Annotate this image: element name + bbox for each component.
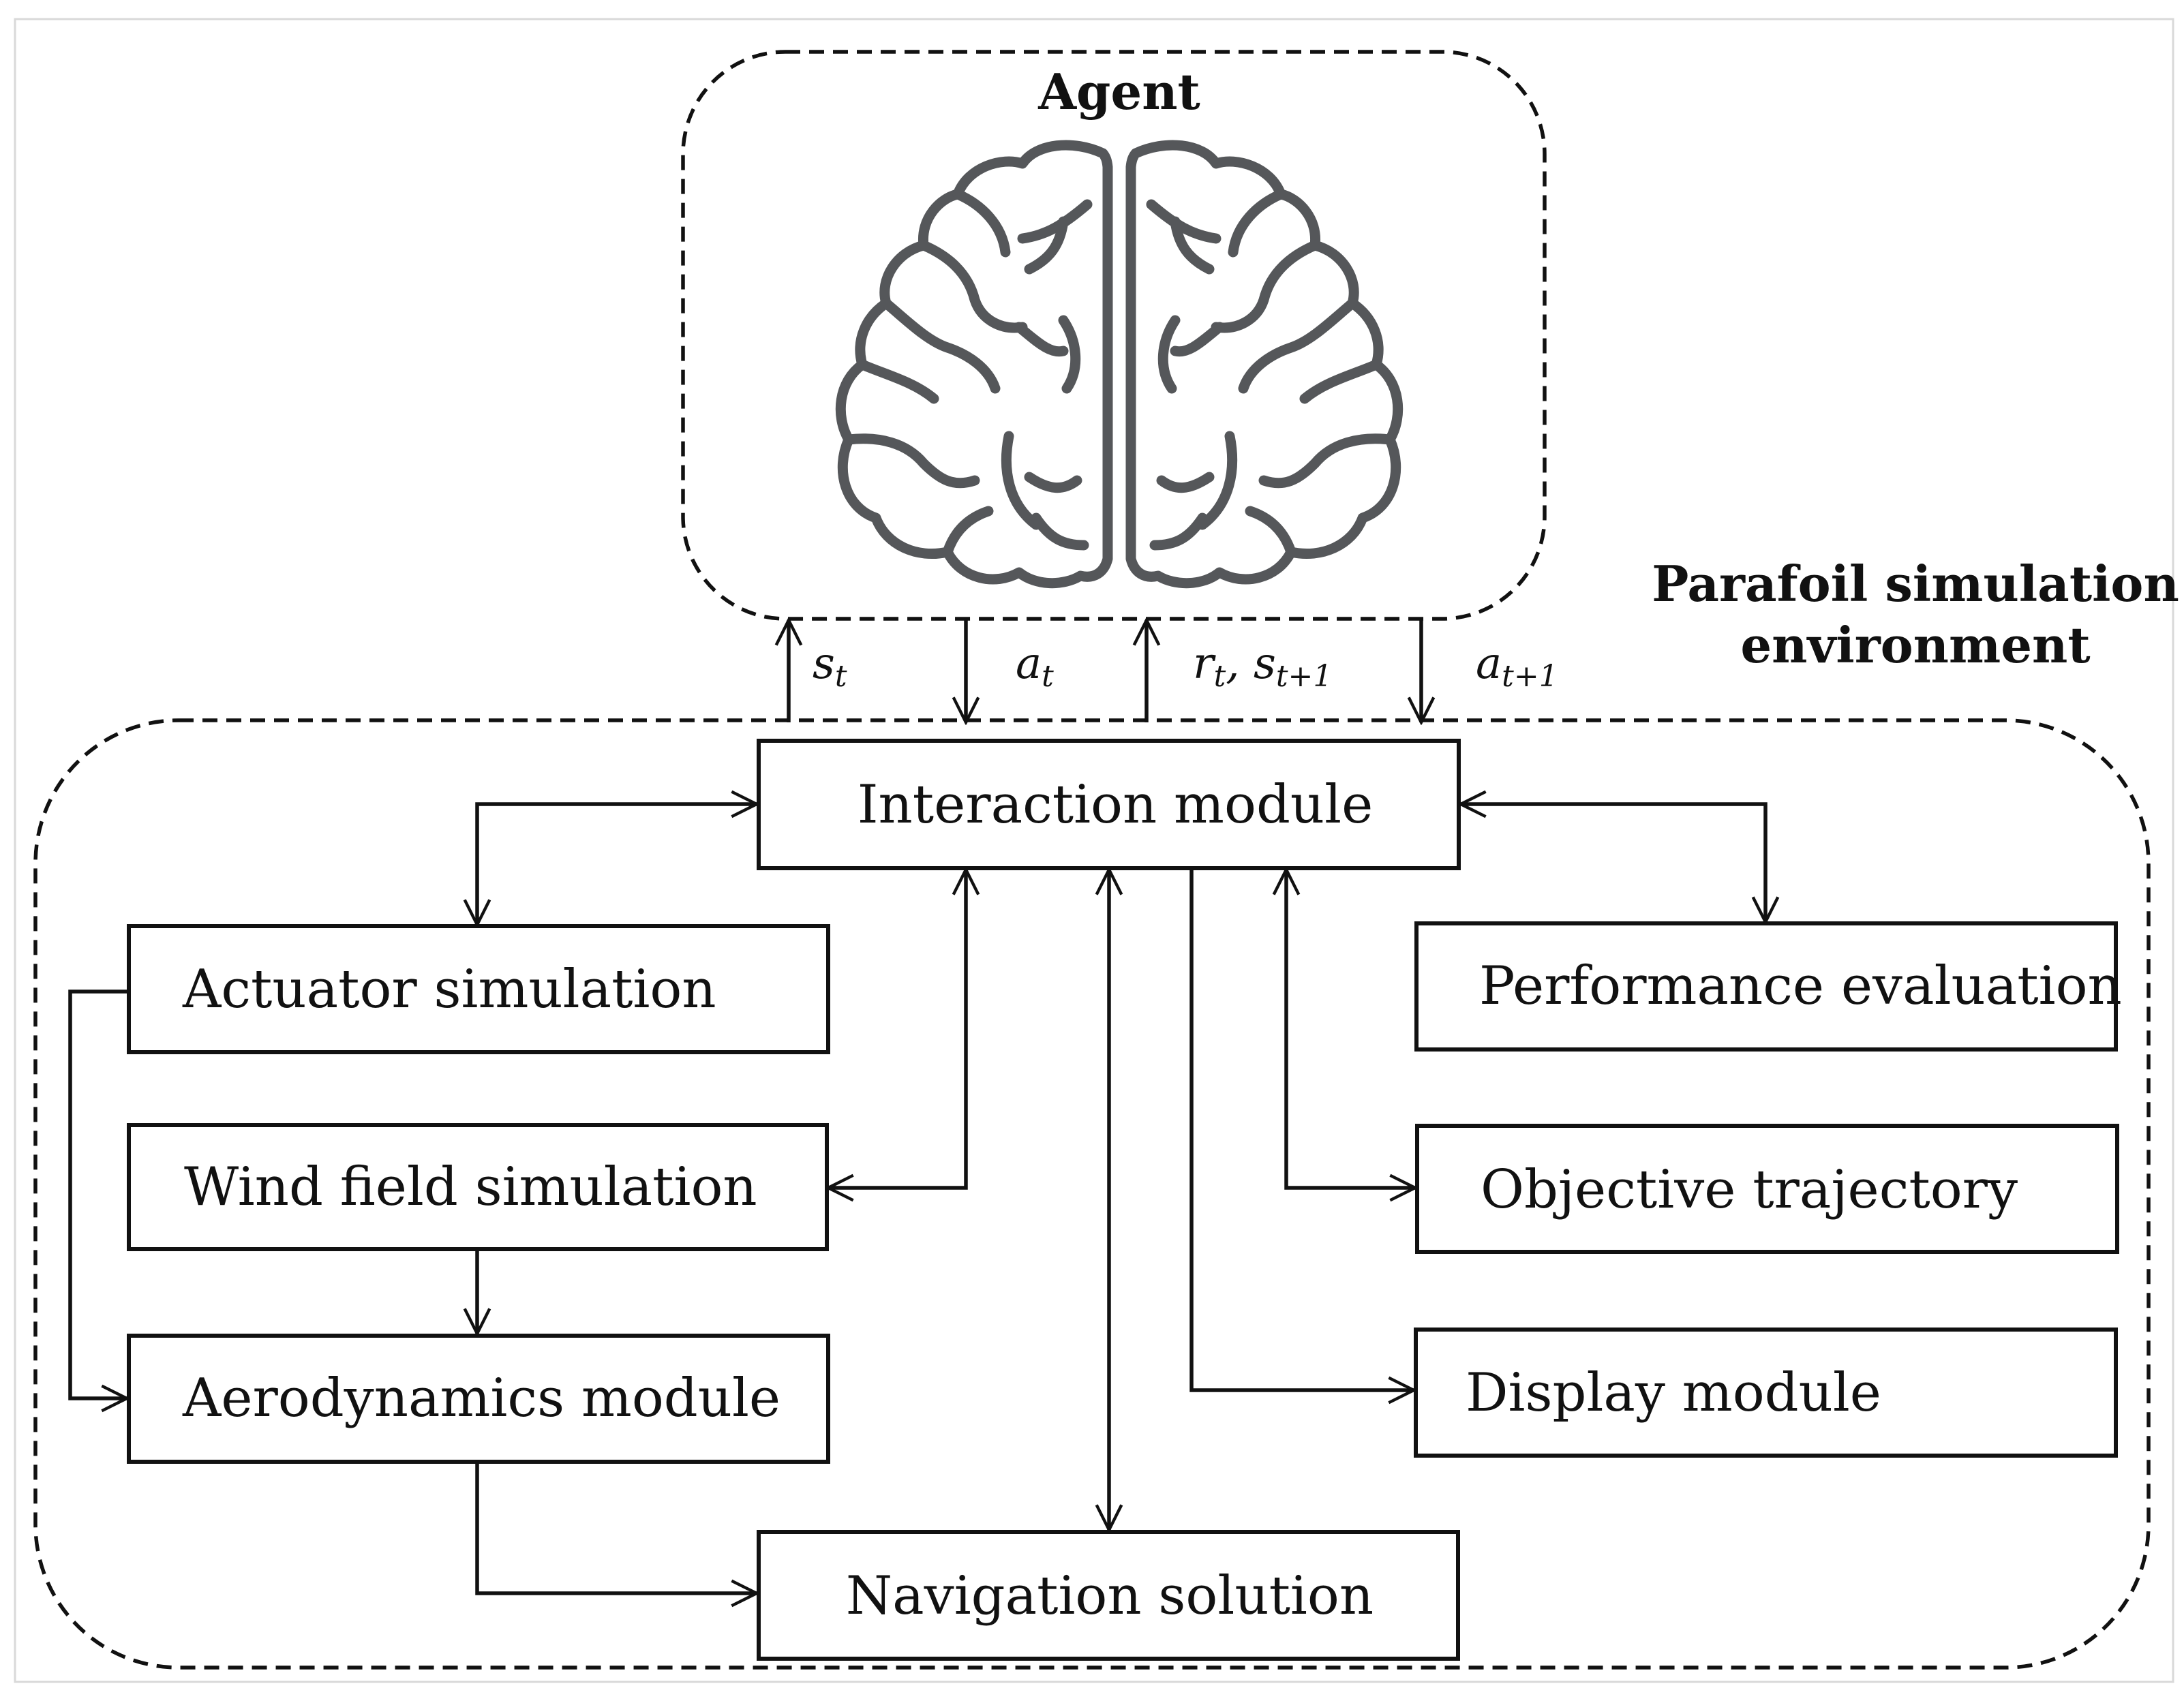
performance-evaluation: Performance evaluation [1414, 921, 2122, 1052]
wire-actuator-aerodynamics [68, 989, 128, 1398]
performance-evaluation-label: Performance evaluation [1479, 955, 2122, 1017]
wire-interaction-actuator [477, 804, 757, 925]
interaction-module: Interaction module [757, 739, 1461, 870]
interaction-module-label: Interaction module [858, 774, 1374, 835]
figure-frame [14, 18, 2174, 1683]
environment-region [33, 718, 2151, 1670]
actuator-simulation: Actuator simulation [127, 924, 830, 1054]
signal-a-t: at [1016, 639, 1054, 694]
brain-icon [835, 140, 1404, 589]
wind-field-simulation-label: Wind field simulation [184, 1156, 757, 1218]
objective-trajectory: Objective trajectory [1415, 1124, 2119, 1254]
signal-a-t1: at+1 [1476, 639, 1558, 694]
wire-interaction-display [1189, 870, 1414, 1390]
signal-r-t-s-t1: rt, st+1 [1193, 639, 1332, 694]
navigation-solution: Navigation solution [757, 1530, 1460, 1661]
wire-aerodynamics-navigation [475, 1462, 757, 1593]
display-module: Display module [1414, 1328, 2118, 1458]
signal-s-t: st [813, 639, 847, 694]
display-module-label: Display module [1466, 1362, 1881, 1424]
agent-region [681, 50, 1547, 621]
aerodynamics-module-label: Aerodynamics module [182, 1368, 780, 1429]
navigation-solution-label: Navigation solution [846, 1565, 1374, 1627]
actuator-simulation-label: Actuator simulation [182, 959, 716, 1020]
wire-interaction-performance [1461, 804, 1765, 922]
environment-title-line1: Parafoil simulation [1652, 555, 2179, 613]
environment-title-line2: environment [1740, 616, 2090, 674]
wire-interaction-wind [828, 870, 966, 1188]
objective-trajectory-label: Objective trajectory [1481, 1159, 2018, 1221]
wire-interaction-objective [1286, 870, 1415, 1188]
wind-field-simulation: Wind field simulation [127, 1123, 829, 1251]
agent-title: Agent [1037, 63, 1200, 121]
aerodynamics-module: Aerodynamics module [127, 1334, 830, 1464]
